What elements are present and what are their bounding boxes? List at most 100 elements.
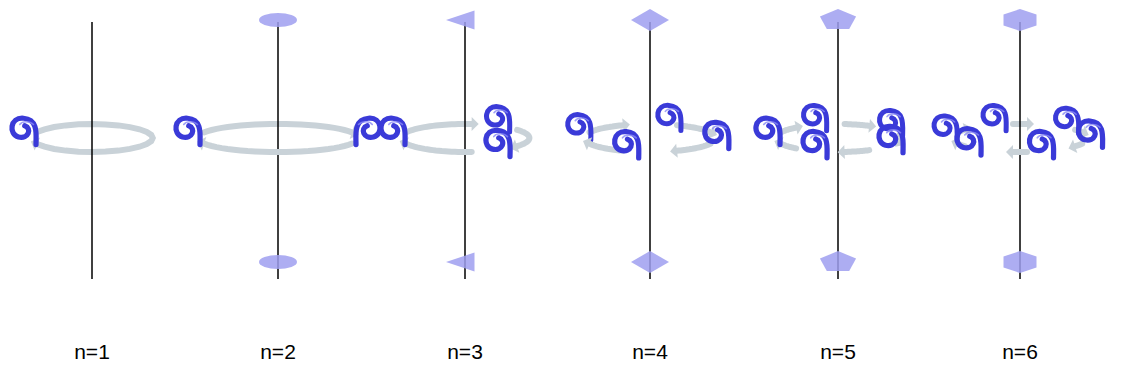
rotation-arrow [406, 124, 472, 132]
motif-tube [756, 118, 780, 144]
motif-tube [705, 122, 729, 148]
motif-highlight [20, 122, 34, 125]
axis-cap [259, 255, 297, 269]
rotation-axis [837, 22, 839, 279]
motif-tube [1029, 131, 1053, 157]
motif-highlight [1037, 135, 1051, 138]
axis-cap [1004, 9, 1037, 31]
chiral-motif [615, 132, 639, 158]
chiral-motif [957, 129, 981, 155]
rotation-arrow [37, 124, 152, 152]
chiral-motif [1078, 121, 1102, 147]
arrow-head [583, 137, 592, 150]
motif-tube [879, 126, 903, 152]
chiral-motif [803, 131, 827, 157]
chiral-motif [356, 118, 380, 144]
rotation-arrow [845, 150, 870, 152]
arrow-head [795, 121, 803, 135]
motif-highlight [665, 109, 678, 112]
chiral-motif [381, 118, 405, 144]
order-label: n=3 [405, 340, 525, 364]
arrow-head [1069, 140, 1078, 153]
order-label: n=6 [960, 340, 1080, 364]
motif-tube [12, 118, 36, 144]
rotation-arrow [845, 124, 870, 126]
axis-cap [259, 13, 297, 27]
motif-tube [176, 118, 200, 144]
motif-highlight [887, 130, 901, 133]
rotation-axis [91, 22, 93, 279]
chiral-motif [934, 116, 957, 141]
axis-cap [1004, 251, 1037, 273]
chiral-motif [1029, 131, 1053, 157]
motif-tube [568, 115, 591, 140]
arrow-head [472, 117, 479, 131]
motif-tube [1078, 121, 1102, 147]
rotation-arrow [517, 130, 529, 146]
chiral-motif [879, 126, 903, 152]
chiral-motif [756, 118, 780, 144]
arrow-head [670, 144, 678, 158]
rotation-axis [649, 22, 651, 279]
motif-tube [934, 116, 957, 141]
order-label: n=1 [32, 340, 152, 364]
motif-tube [615, 132, 639, 158]
chiral-motif [1056, 108, 1079, 133]
arrow-head [1006, 145, 1013, 159]
motif-highlight [942, 119, 955, 122]
motif-tube [486, 130, 510, 156]
rotation-arrow [677, 144, 711, 151]
arrow-head [1027, 117, 1034, 131]
chiral-motif [804, 105, 827, 130]
motif-highlight [887, 114, 900, 117]
axis-cap [820, 9, 856, 29]
chiral-motif [983, 105, 1006, 130]
axis-cap [446, 253, 475, 272]
motif-highlight [764, 122, 778, 125]
motif-highlight [494, 110, 507, 113]
chiral-motif [12, 118, 36, 144]
motif-tube [804, 105, 827, 130]
motif-highlight [359, 122, 373, 125]
motif-highlight [494, 134, 508, 137]
motif-tube [381, 118, 405, 144]
chiral-motif [568, 115, 591, 140]
motif-highlight [991, 109, 1004, 112]
order-label: n=2 [218, 340, 338, 364]
motif-highlight [811, 109, 824, 112]
motif-highlight [184, 122, 198, 125]
rotation-arrow [1013, 149, 1027, 155]
motif-tube [957, 129, 981, 155]
motif-highlight [713, 126, 727, 129]
motif-highlight [1063, 112, 1076, 115]
motif-tube [658, 105, 681, 130]
order-label: n=5 [778, 340, 898, 364]
motif-highlight [575, 118, 588, 121]
motif-tube [983, 105, 1006, 130]
motif-highlight [811, 135, 825, 138]
motif-highlight [389, 122, 403, 125]
chiral-motif [705, 122, 729, 148]
axis-cap [446, 11, 475, 30]
chiral-motif [658, 105, 681, 130]
chiral-motif [486, 130, 510, 156]
arrow-head [868, 119, 876, 133]
axis-cap [631, 9, 669, 31]
rotation-arrow [406, 144, 472, 152]
motif-highlight [965, 132, 979, 135]
motif-tube [356, 118, 380, 144]
order-label: n=4 [590, 340, 710, 364]
motif-highlight [622, 135, 636, 138]
chiral-motif [176, 118, 200, 144]
motif-tube [803, 131, 827, 157]
rotation-arrow [781, 128, 796, 133]
motif-tube [1056, 108, 1079, 133]
motif-highlight [1086, 124, 1100, 127]
rotation-arrow [204, 144, 352, 152]
rotation-arrow [1075, 144, 1082, 147]
axis-cap [820, 251, 856, 271]
axis-cap [631, 251, 669, 273]
arrow-head [838, 145, 845, 159]
rotation-arrow [781, 144, 796, 149]
